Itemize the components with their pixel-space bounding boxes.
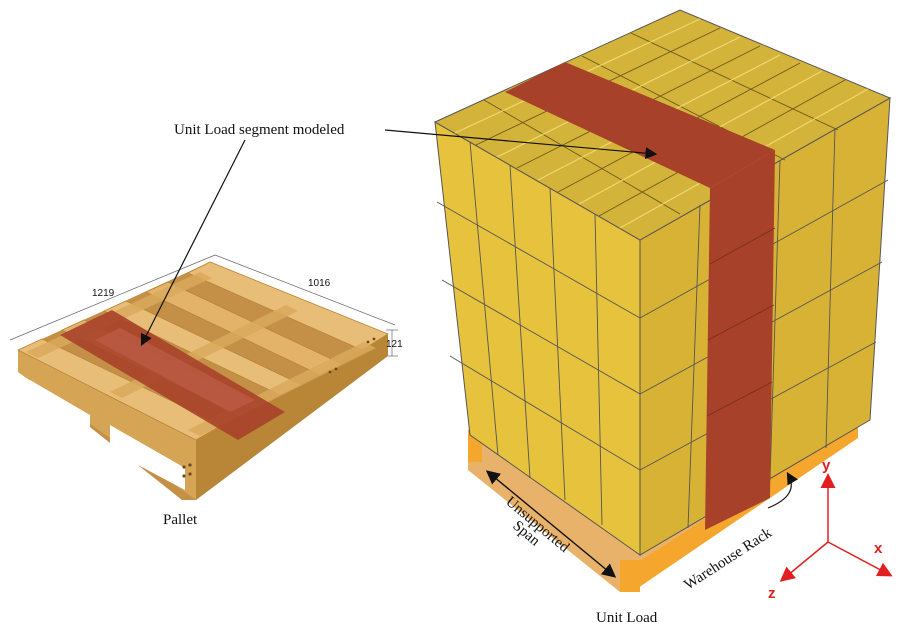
unit-load-caption: Unit Load xyxy=(596,610,658,626)
dimension-length: 1219 xyxy=(92,288,115,299)
dimension-width: 1016 xyxy=(308,278,331,289)
dimension-line-length xyxy=(9,254,216,341)
z-axis-label: z xyxy=(768,585,776,602)
y-axis-label: y xyxy=(822,457,831,474)
callout-arrow-unit-load xyxy=(384,129,658,160)
x-axis-label: x xyxy=(874,540,883,557)
side-box-grid xyxy=(639,127,889,529)
z-axis-arrow xyxy=(779,541,829,582)
coordinate-axes xyxy=(779,473,893,582)
unsupported-span-arrow xyxy=(485,470,617,578)
front-box-grid xyxy=(436,141,641,526)
pallet-illustration xyxy=(9,254,398,500)
pallet-caption: Pallet xyxy=(163,512,198,528)
segment-callout-label: Unit Load segment modeled xyxy=(174,122,345,138)
strap-side xyxy=(705,150,775,530)
strap-top xyxy=(505,62,775,188)
dimension-height: 121 xyxy=(386,339,403,350)
x-axis-arrow xyxy=(827,541,893,577)
dimension-line-width xyxy=(214,254,396,326)
pallet-right-face xyxy=(196,334,388,500)
warehouse-rack-arrow xyxy=(767,471,798,509)
callout-arrow-pallet xyxy=(140,139,246,347)
